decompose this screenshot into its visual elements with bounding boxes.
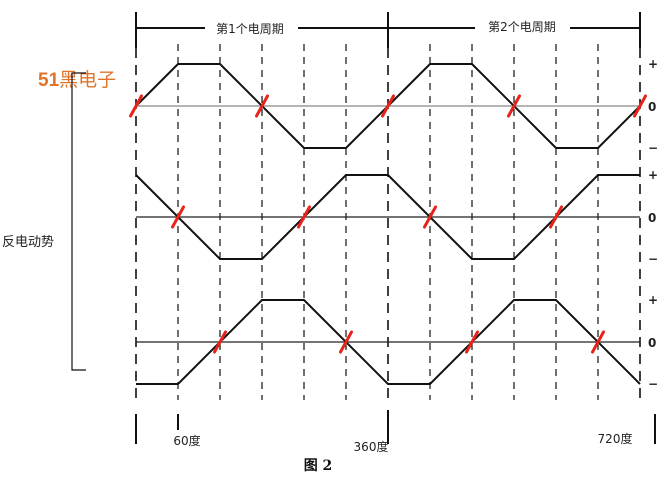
crossing-mark-phase-a-0 bbox=[129, 94, 143, 118]
x-label-720: 720度 bbox=[598, 431, 633, 446]
crossing-mark-phase-c-120 bbox=[213, 330, 227, 354]
crossing-mark-phase-c-660 bbox=[591, 330, 605, 354]
brand-text: 黑电子 bbox=[59, 69, 116, 91]
waveform-phase-c bbox=[136, 299, 641, 385]
crossing-mark-phase-a-540 bbox=[507, 94, 521, 118]
level-label-zero-2: 0 bbox=[648, 211, 656, 225]
period-label-1: 第1个电周期 bbox=[216, 22, 284, 36]
x-label-360: 360度 bbox=[354, 439, 389, 454]
level-label-zero-1: 0 bbox=[648, 100, 656, 114]
crossing-mark-phase-c-300 bbox=[339, 330, 353, 354]
crossing-mark-phase-a-360 bbox=[381, 94, 395, 118]
brand-watermark: 51黑电子 bbox=[38, 69, 116, 91]
level-label-plus-2: + bbox=[648, 168, 658, 182]
level-label-plus-3: + bbox=[648, 293, 658, 307]
level-label-minus-3: − bbox=[648, 377, 658, 391]
crossing-mark-phase-b-60 bbox=[171, 205, 185, 229]
crossing-mark-phase-a-180 bbox=[255, 94, 269, 118]
period-brackets bbox=[135, 12, 641, 48]
level-label-plus-1: + bbox=[648, 57, 658, 71]
bottom-ticks bbox=[135, 410, 656, 444]
crossing-mark-phase-b-240 bbox=[297, 205, 311, 229]
brand-number: 51 bbox=[38, 70, 60, 91]
level-label-zero-3: 0 bbox=[648, 336, 656, 350]
crossing-mark-phase-b-420 bbox=[423, 205, 437, 229]
x-label-60: 60度 bbox=[173, 433, 200, 448]
waveform-phase-b bbox=[135, 174, 640, 260]
y-axis-bracket bbox=[71, 72, 86, 371]
y-axis-label: 反电动势 bbox=[2, 234, 54, 250]
figure-caption: 图 2 bbox=[304, 458, 333, 474]
level-label-minus-2: − bbox=[648, 252, 658, 266]
crossing-mark-phase-a-720 bbox=[633, 94, 647, 118]
level-label-minus-1: − bbox=[648, 141, 658, 155]
period-label-2: 第2个电周期 bbox=[488, 20, 556, 34]
crossing-mark-phase-c-480 bbox=[465, 330, 479, 354]
crossing-mark-phase-b-600 bbox=[549, 205, 563, 229]
level-labels: +0 − +0 − +0 − bbox=[648, 57, 658, 391]
degree-gridlines bbox=[135, 44, 641, 400]
zero-crossing-marks bbox=[129, 94, 647, 354]
